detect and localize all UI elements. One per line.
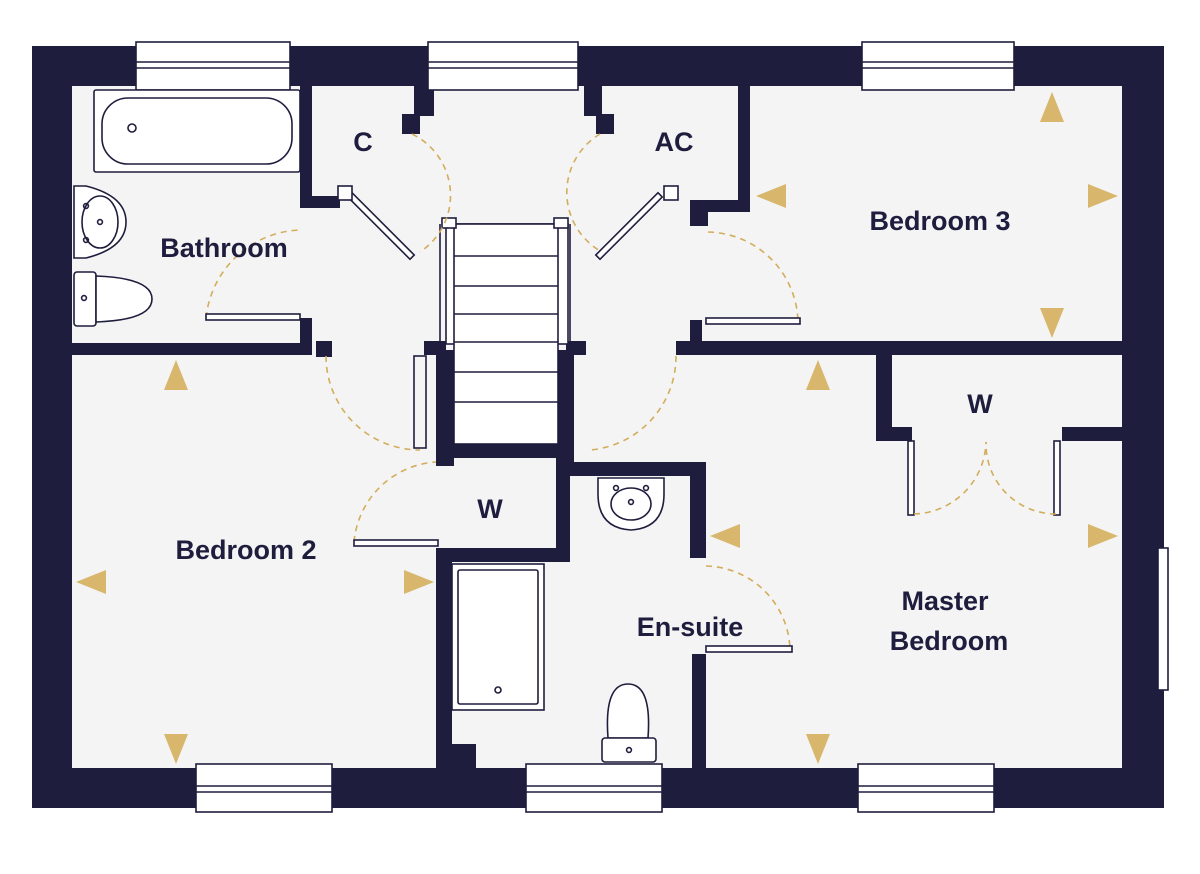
room-label-wardrobe-master: W: [967, 389, 993, 419]
arrow-left-icon: [756, 184, 786, 208]
room-label-master-line1: Master: [901, 586, 989, 616]
room-label-bedroom3: Bedroom 3: [869, 206, 1010, 236]
room-label-airing-cupboard: AC: [655, 127, 694, 157]
windows: [135, 41, 1169, 813]
ensuite-toilet: [601, 683, 657, 763]
window-side-master: [1157, 547, 1169, 691]
staircase: [413, 217, 571, 449]
bathroom-basin: [73, 185, 127, 259]
room-label-bathroom: Bathroom: [160, 233, 288, 263]
window-bottom-bedroom2: [195, 763, 333, 813]
arrow-right-icon: [1088, 184, 1118, 208]
arrow-down-icon: [806, 734, 830, 764]
window-bottom-master: [857, 763, 995, 813]
window-bottom-ensuite: [525, 763, 663, 813]
arrow-up-icon: [164, 360, 188, 390]
room-label-ensuite: En-suite: [637, 612, 744, 642]
arrow-left-icon: [76, 570, 106, 594]
interior-walls: [72, 86, 1122, 768]
arrow-up-icon: [1040, 92, 1064, 122]
window-top-bathroom: [135, 41, 291, 91]
floor: [70, 86, 1122, 768]
room-label-wardrobe-landing: W: [477, 494, 503, 524]
arrow-up-icon: [806, 360, 830, 390]
room-label-master-line2: Bedroom: [890, 626, 1009, 656]
doors: [205, 133, 1061, 653]
arrow-right-icon: [404, 570, 434, 594]
window-top-landing: [427, 41, 579, 91]
bath-tub: [93, 89, 301, 173]
arrow-down-icon: [164, 734, 188, 764]
ensuite-basin: [597, 477, 665, 531]
arrow-left-icon: [710, 524, 740, 548]
dimension-arrows: [76, 92, 1118, 764]
arrow-right-icon: [1088, 524, 1118, 548]
arrow-down-icon: [1040, 308, 1064, 338]
shower-tray: [451, 563, 545, 711]
bathroom-toilet: [73, 271, 153, 327]
room-label-bedroom2: Bedroom 2: [175, 535, 316, 565]
window-top-bedroom3: [861, 41, 1015, 91]
room-label-cupboard: C: [353, 127, 373, 157]
